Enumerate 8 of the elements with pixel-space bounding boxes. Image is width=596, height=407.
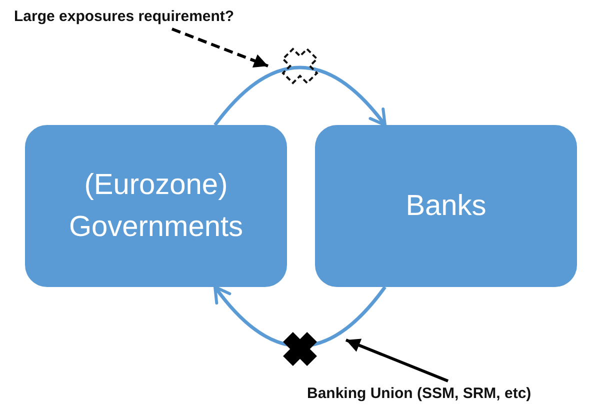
curved-arrow — [214, 286, 386, 348]
dashed-leader-arrow — [171, 28, 269, 68]
rounded-box: (Eurozone) Governments — [25, 125, 287, 287]
curved-arrow — [214, 66, 386, 126]
rounded-box: Banks — [315, 125, 577, 287]
leader-arrow — [345, 338, 449, 382]
annotation-text: Banking Union (SSM, SRM, etc) — [307, 385, 532, 402]
annotation-text: Large exposures requirement? — [14, 8, 234, 25]
